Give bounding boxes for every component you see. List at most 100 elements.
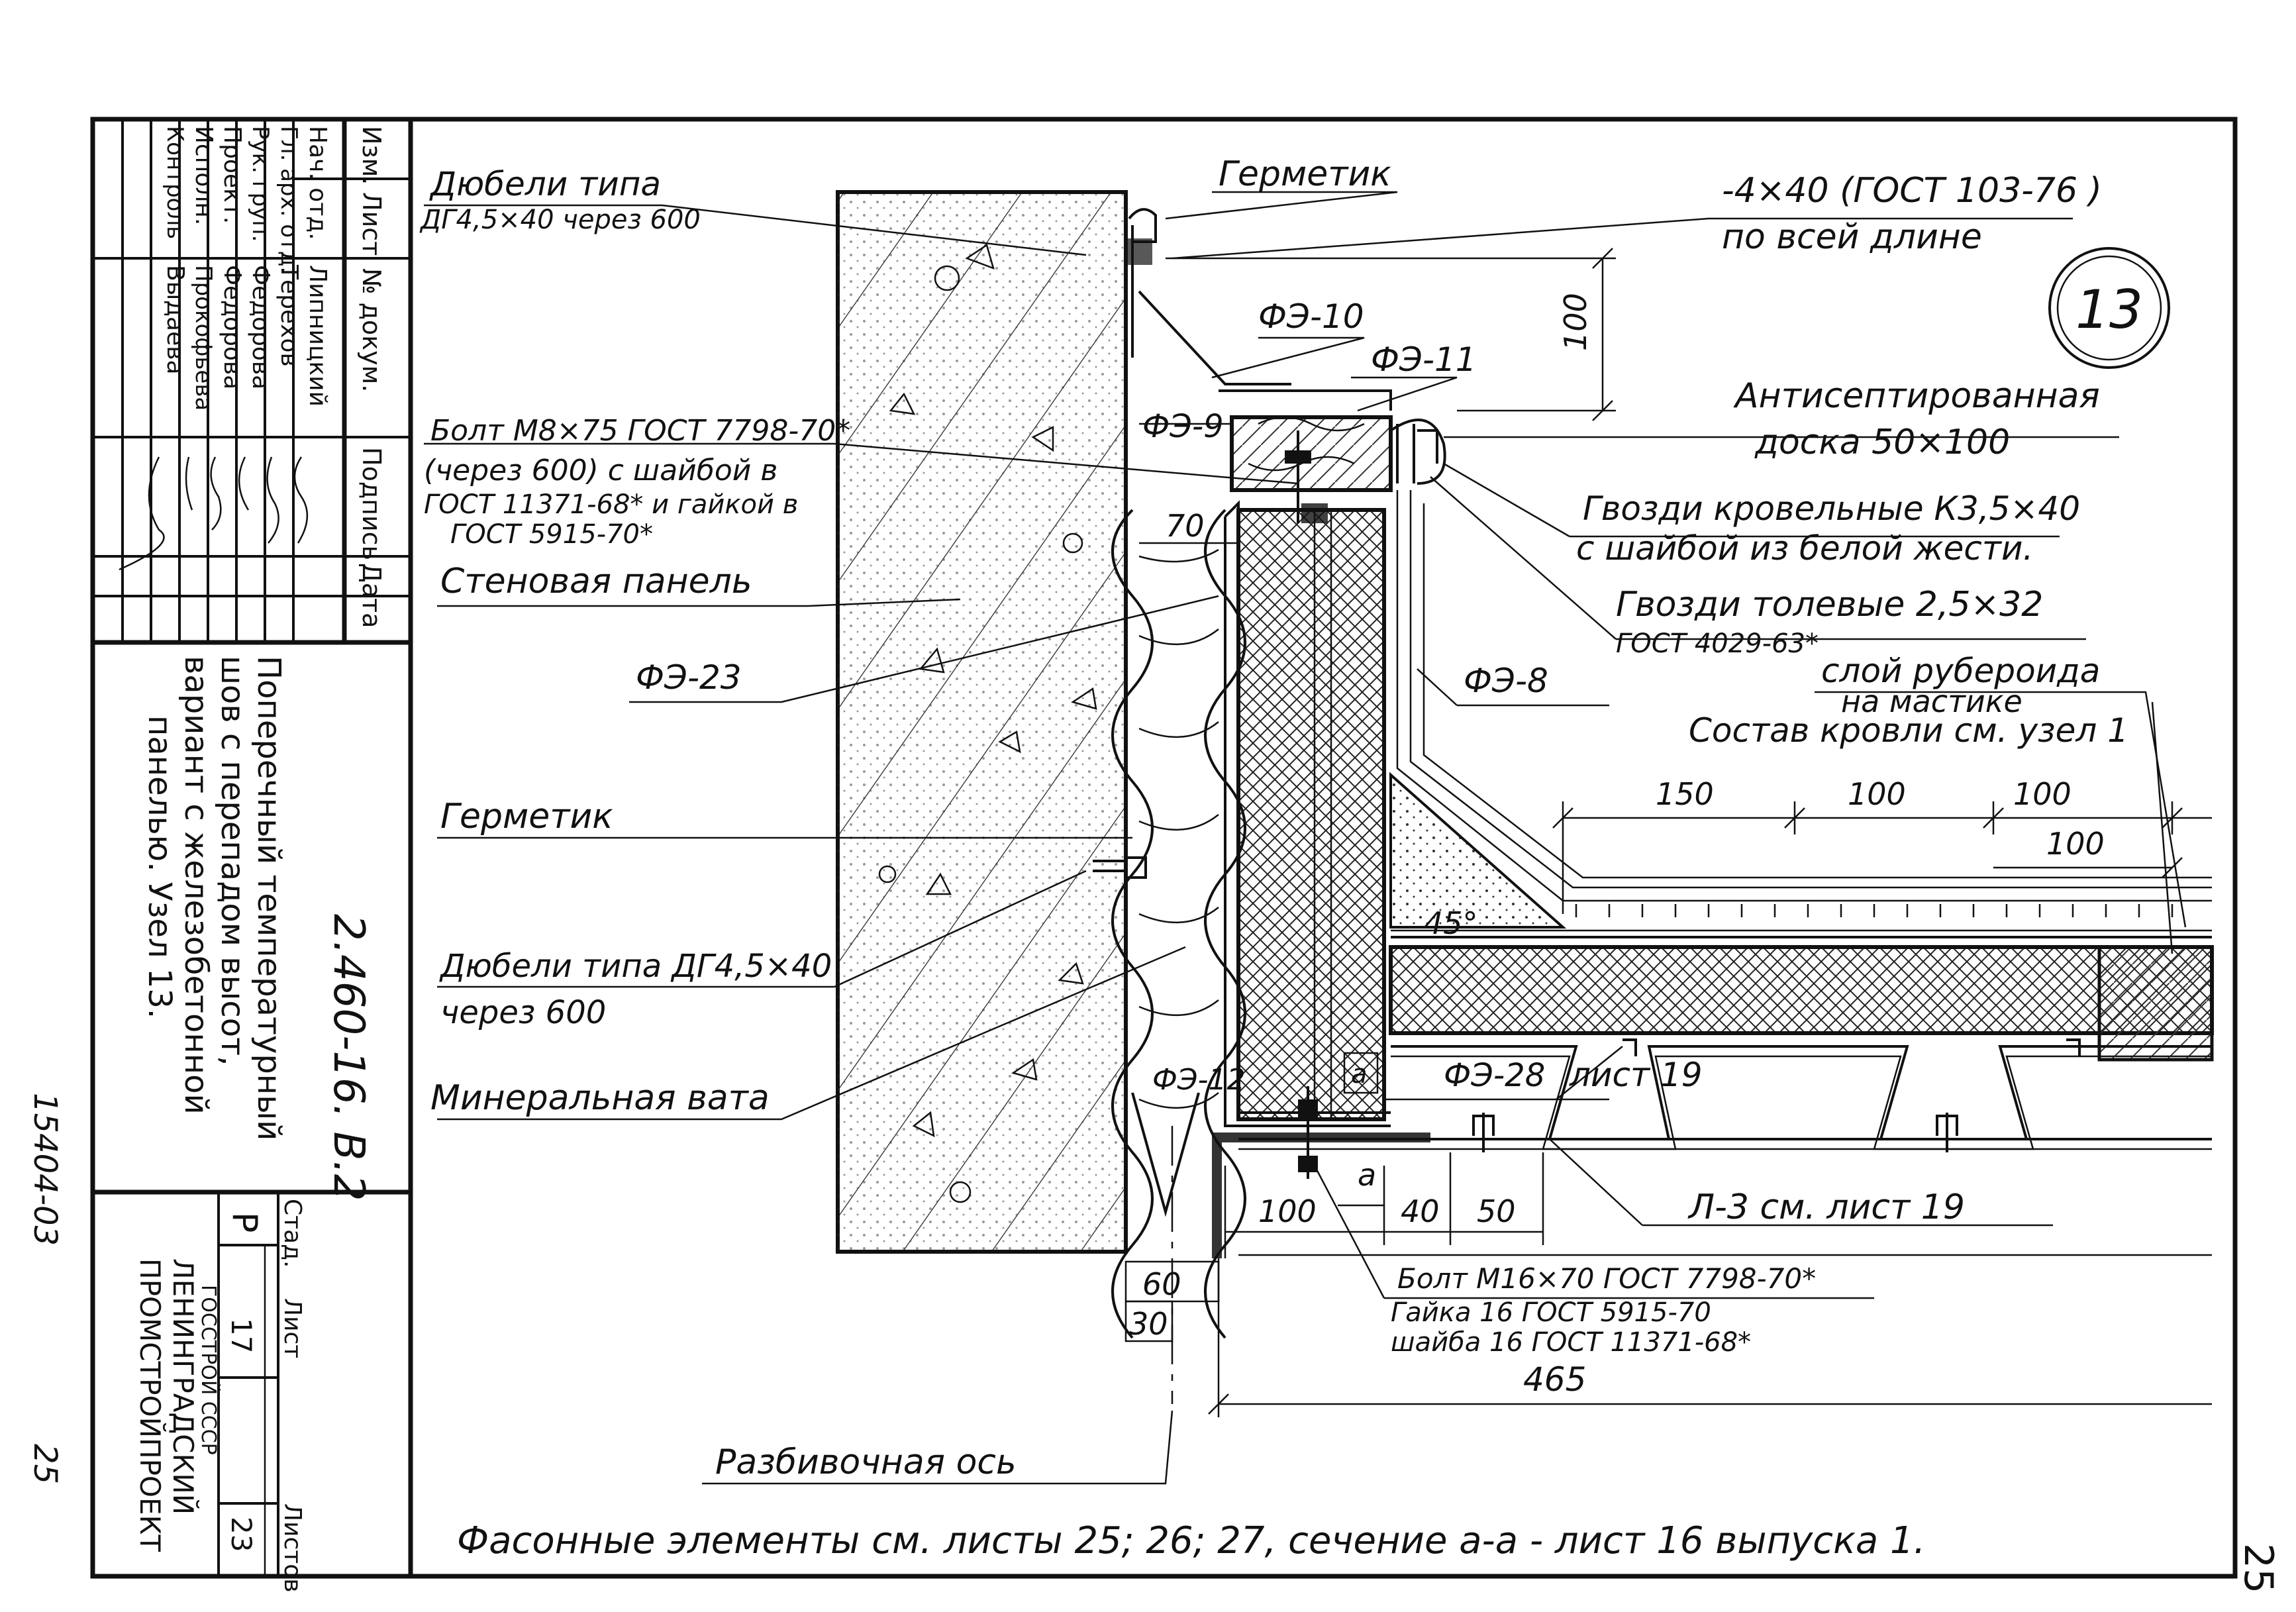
construction-drawing: 100 70 150 100 100 100 100 а 40 (836, 190, 2214, 1417)
page-number: 25 (2235, 1543, 2281, 1593)
tb-role-3: Рук. груп. (247, 126, 274, 242)
node-marker: 13 (2048, 247, 2170, 369)
label-fe28: ФЭ-28 (1444, 1057, 1545, 1094)
profiled-deck (1391, 1045, 2212, 1140)
sheet-label: Лист (279, 1298, 306, 1358)
label-bolt-m8-1: Болт М8×75 ГОСТ 7798-70* (430, 414, 850, 448)
sheet-title-line-3: вариант с железобетонной (177, 656, 215, 1115)
label-bolt-m16-3: шайба 16 ГОСТ 11371-68* (1391, 1327, 1751, 1358)
tb-role-2: Гл. арх. отд. (275, 126, 302, 274)
label-bolt-m8-3: ГОСТ 11371-68* и гайкой в (424, 489, 798, 520)
archive-number: 15404-03 (26, 1093, 64, 1246)
label-sheet19: лист 19 (1569, 1056, 1703, 1094)
dim-100b: 100 (2013, 776, 2071, 812)
tb-name-6: Выдаева (162, 265, 189, 375)
tb-role-1: Нач. отд. (304, 126, 331, 240)
sheet-frame (90, 117, 2238, 1579)
dim-70: 70 (1166, 508, 1205, 544)
mineral-wool (1111, 509, 1246, 1339)
tb-name-3: Федорова (247, 265, 274, 389)
label-nails-roof-1: Гвозди кровельные К3,5×40 (1583, 489, 2080, 528)
label-ruberoid-1: слой рубероида (1821, 652, 2100, 690)
angle-45: 45° (1424, 905, 1478, 941)
bolt-m16 (1298, 1086, 1318, 1179)
parapet-insulation (1236, 508, 1386, 1121)
org-line-1: ГОССТРОЙ СССР (197, 1285, 221, 1455)
dim-30: 30 (1129, 1306, 1168, 1342)
dim-a: а (1358, 1157, 1376, 1193)
sheet-no: 17 (225, 1318, 258, 1353)
label-l3: Л-3 см. лист 19 (1687, 1187, 1965, 1227)
tb-name-2: Терехов (275, 264, 303, 367)
stage-value: Р (225, 1212, 264, 1233)
label-ruberoid-2: на мастике (1841, 683, 2022, 719)
dim-60: 60 (1142, 1266, 1181, 1302)
tb-role-6: Контроль (162, 126, 188, 239)
tb-doc: № докум. (357, 268, 386, 392)
label-nails-felt-2: ГОСТ 4029-63* (1616, 629, 1819, 659)
label-fe23: ФЭ-23 (636, 658, 742, 697)
label-fe9: ФЭ-9 (1142, 408, 1224, 445)
label-strip-1: -4×40 (ГОСТ 103-76 ) (1722, 171, 2102, 211)
side-page: 25 (26, 1444, 64, 1484)
tb-list: Лист (357, 192, 386, 256)
label-bolt-m8-4: ГОСТ 5915-70* (450, 519, 653, 550)
label-nails-roof-2: с шайбой из белой жести. (1576, 529, 2033, 568)
doc-code: 2.460-16. В.2 (324, 914, 373, 1201)
sheet-title-line-2: шов с перепадом высот, (214, 656, 251, 1066)
signature-3 (238, 456, 250, 511)
tb-sign: Подпись (357, 447, 386, 560)
signature-6 (119, 456, 165, 571)
signature-4 (210, 456, 222, 530)
cant-strip (1389, 772, 1567, 929)
footnote: Фасонные элементы см. листы 25; 26; 27, … (457, 1519, 1925, 1562)
org-line-3: ПРОМСТРОЙПРОЕКТ (134, 1258, 167, 1552)
sheet-title-line-4: панелью. Узел 13. (141, 715, 178, 1019)
tb-role-5: Исполн. (190, 126, 217, 225)
dim-100v: 100 (1558, 293, 1593, 351)
callouts: Дюбели типа ДГ4,5×40 через 600 Герметик … (419, 154, 2128, 1482)
stage-label: Стад. (279, 1199, 306, 1268)
signature-5 (185, 456, 193, 511)
tb-name-1: Липницкий (304, 265, 331, 407)
dim-40: 40 (1401, 1193, 1440, 1229)
bolt-m8 (1285, 430, 1311, 523)
tb-izm: Изм. (357, 126, 386, 185)
sheets-label: Листов (279, 1503, 306, 1592)
sheet-title-line-1: Поперечный температурный (250, 656, 287, 1140)
label-nails-felt-1: Гвозди толевые 2,5×32 (1616, 585, 2043, 625)
tb-name-4: Федорова (219, 265, 246, 389)
label-bolt-m16-2: Гайка 16 ГОСТ 5915-70 (1391, 1297, 1711, 1328)
dim-465: 465 (1523, 1360, 1586, 1399)
label-fe12: ФЭ-12 (1152, 1063, 1245, 1097)
label-strip-2: по всей длине (1722, 217, 1982, 257)
leader-lines (424, 191, 2187, 1485)
section-a: а (1351, 1059, 1368, 1089)
dim-100c: 100 (2046, 826, 2105, 862)
tb-role-4: Проект. (219, 126, 246, 224)
label-dowels-mid-2: через 600 (440, 994, 606, 1031)
label-axis: Разбивочная ось (715, 1442, 1017, 1482)
signature-2 (266, 456, 279, 544)
signature-1 (293, 456, 309, 544)
label-dowels-top-1: Дюбели типа (429, 165, 661, 203)
dim-100a: 100 (1848, 776, 1906, 812)
dim-50: 50 (1477, 1193, 1516, 1229)
org-line-2: ЛЕНИНГРАДСКИЙ (167, 1258, 200, 1515)
label-fe10: ФЭ-10 (1258, 297, 1364, 336)
title-block: Изм. Лист № докум. Подпись Дата Нач. отд… (93, 119, 413, 1592)
dim-chain-bottom (1224, 1152, 1544, 1258)
dim-100-bottom: 100 (1258, 1193, 1317, 1229)
label-dowels-top-2: ДГ4,5×40 через 600 (419, 205, 701, 235)
tb-name-5: Прокофьева (190, 265, 217, 411)
label-dowels-mid-1: Дюбели типа ДГ4,5×40 (439, 948, 832, 985)
label-board-1: Антисептированная (1733, 376, 2100, 416)
node-number: 13 (2075, 279, 2143, 340)
dim-chain-top (1552, 801, 2212, 914)
label-bolt-m16-1: Болт М16×70 ГОСТ 7798-70* (1397, 1262, 1816, 1295)
roof-slab (1389, 945, 2214, 1035)
label-board-2: доска 50×100 (1754, 423, 2010, 462)
label-fe8: ФЭ-8 (1464, 662, 1548, 700)
label-bolt-m8-2: (через 600) с шайбой в (424, 454, 777, 487)
